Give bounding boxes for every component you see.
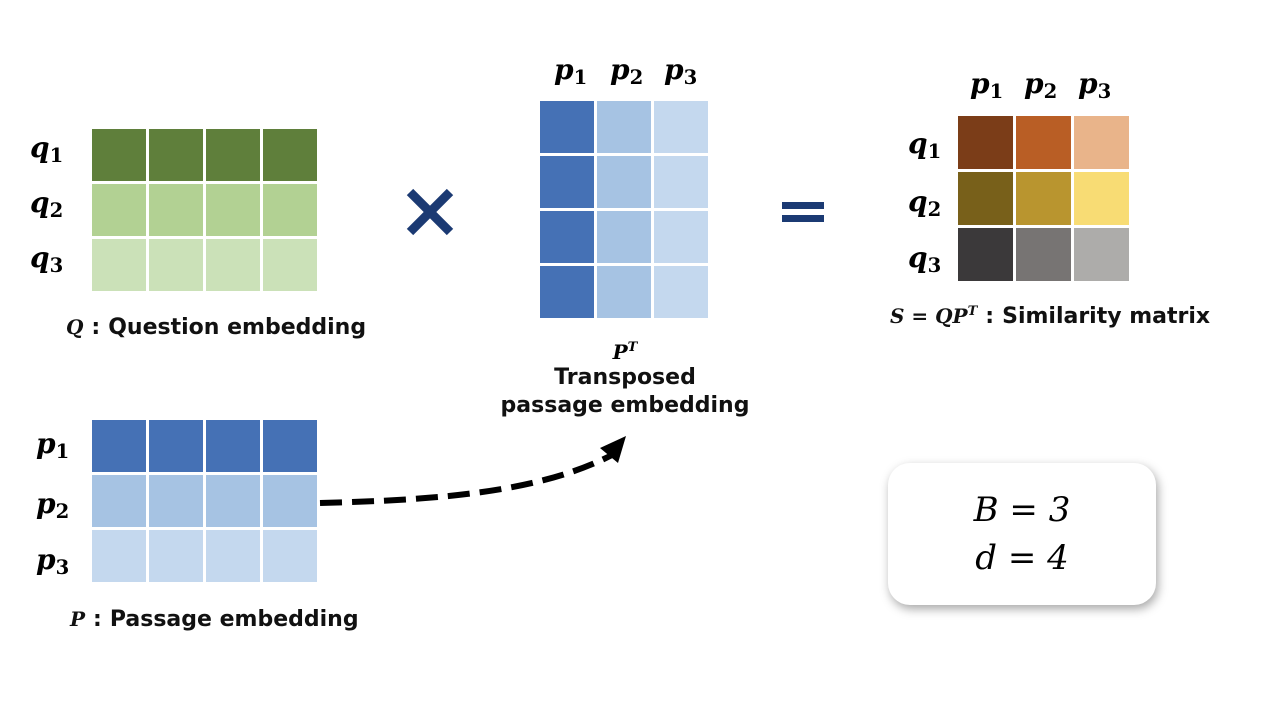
s-row2-label: q2 (908, 185, 942, 221)
similarity-matrix-cell (958, 228, 1013, 281)
transposed-matrix-cell (597, 156, 651, 208)
batch-size-text: B = 3 (973, 490, 1071, 530)
passage-caption: P:Passage embedding (70, 607, 359, 632)
similarity-matrix-cell (958, 116, 1013, 169)
arrowhead-icon (600, 436, 626, 463)
q3-label: q3 (30, 241, 64, 277)
passage-matrix (92, 420, 317, 582)
transposed-matrix-cell (597, 101, 651, 153)
question-matrix-cell (149, 184, 203, 236)
transposed-matrix-cell (654, 211, 708, 263)
transposed-matrix-cell (654, 101, 708, 153)
dimension-text: d = 4 (975, 538, 1069, 578)
question-matrix (92, 129, 317, 291)
passage-matrix-cell (263, 420, 317, 472)
transposed-symbol: PT (612, 340, 638, 364)
question-matrix-cell (92, 239, 146, 291)
similarity-matrix-cell (1074, 116, 1129, 169)
transposed-matrix-cell (597, 211, 651, 263)
question-matrix-cell (263, 129, 317, 181)
similarity-matrix-cell (1074, 172, 1129, 225)
transposed-caption-line2: passage embedding (500, 393, 750, 418)
q1-label: q1 (30, 131, 64, 167)
question-matrix-cell (263, 239, 317, 291)
transposed-matrix-cell (654, 156, 708, 208)
times-icon (406, 188, 454, 236)
transposed-matrix (540, 101, 708, 318)
question-matrix-cell (206, 239, 260, 291)
transposed-matrix-cell (654, 266, 708, 318)
question-matrix-cell (206, 129, 260, 181)
passage-matrix-cell (206, 475, 260, 527)
passage-matrix-cell (149, 420, 203, 472)
transposed-matrix-cell (540, 156, 594, 208)
similarity-matrix (958, 116, 1129, 281)
question-matrix-cell (206, 184, 260, 236)
transposed-caption-line1: Transposed (554, 365, 696, 390)
question-matrix-cell (92, 129, 146, 181)
transposed-matrix-cell (540, 101, 594, 153)
similarity-caption: S = QPT:Similarity matrix (890, 304, 1211, 329)
transposed-caption: PT Transposed passage embedding (490, 340, 760, 420)
pt-col1-label: p1 (554, 53, 588, 89)
passage-matrix-cell (263, 475, 317, 527)
passage-matrix-cell (92, 475, 146, 527)
p1-label: p1 (36, 427, 70, 463)
similarity-matrix-cell (1074, 228, 1129, 281)
transposed-matrix-cell (597, 266, 651, 318)
equals-operator (782, 200, 824, 224)
transposed-matrix-cell (540, 266, 594, 318)
s-col2-label: p2 (1024, 67, 1058, 103)
similarity-matrix-cell (1016, 228, 1071, 281)
question-matrix-cell (149, 239, 203, 291)
similarity-matrix-cell (1016, 116, 1071, 169)
pt-col2-label: p2 (610, 53, 644, 89)
s-col3-label: p3 (1078, 67, 1112, 103)
similarity-matrix-cell (958, 172, 1013, 225)
passage-matrix-cell (206, 420, 260, 472)
question-matrix-cell (92, 184, 146, 236)
passage-matrix-cell (149, 475, 203, 527)
passage-matrix-cell (92, 420, 146, 472)
passage-matrix-cell (92, 530, 146, 582)
parameters-box: B = 3 d = 4 (888, 463, 1156, 605)
p2-label: p2 (36, 487, 70, 523)
multiply-operator (404, 188, 456, 236)
passage-matrix-cell (206, 530, 260, 582)
p3-label: p3 (36, 543, 70, 579)
passage-matrix-cell (149, 530, 203, 582)
q2-label: q2 (30, 186, 64, 222)
s-row3-label: q3 (908, 241, 942, 277)
question-matrix-cell (263, 184, 317, 236)
equals-icon (782, 202, 824, 222)
transposed-matrix-cell (540, 211, 594, 263)
s-col1-label: p1 (970, 67, 1004, 103)
pt-col3-label: p3 (664, 53, 698, 89)
s-row1-label: q1 (908, 127, 942, 163)
question-caption: Q:Question embedding (66, 315, 367, 340)
similarity-formula: S = QPT (890, 304, 978, 328)
similarity-matrix-cell (1016, 172, 1071, 225)
passage-matrix-cell (263, 530, 317, 582)
question-matrix-cell (149, 129, 203, 181)
